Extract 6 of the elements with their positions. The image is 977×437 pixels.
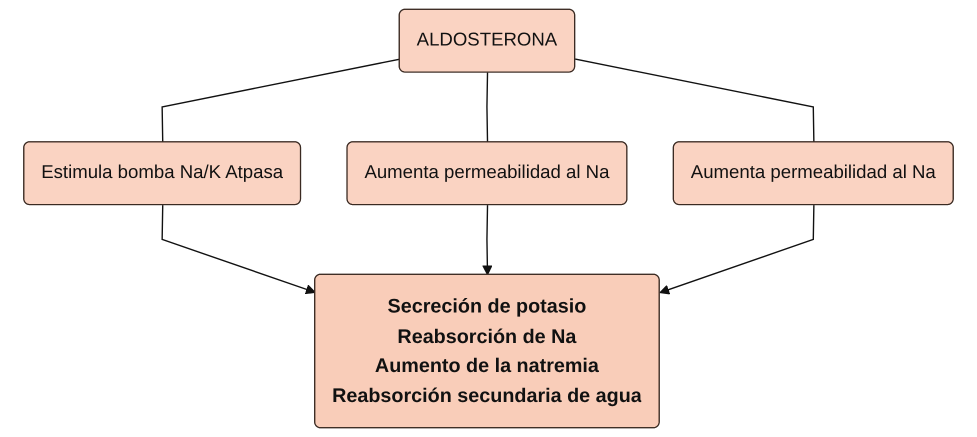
- connector: [486, 72, 488, 142]
- arrow: [482, 205, 492, 276]
- arrow: [161, 205, 316, 294]
- connector: [575, 58, 815, 142]
- arrow: [659, 205, 815, 294]
- connector: [161, 58, 400, 142]
